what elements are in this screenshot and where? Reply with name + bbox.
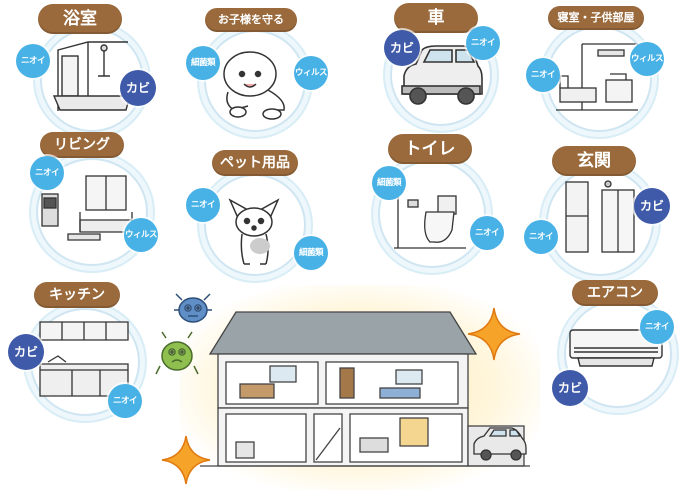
toilet-odor-badge: ニオイ (470, 216, 504, 250)
car-title: 車 (394, 3, 478, 33)
aircon-mold-badge: カビ (552, 370, 588, 406)
pet-odor-badge: ニオイ (186, 188, 220, 222)
aircon-odor-badge: ニオイ (640, 310, 674, 344)
entrance-title: 玄関 (552, 146, 636, 176)
pet-title: ペット用品 (212, 150, 298, 176)
living-odor-badge: ニオイ (30, 156, 64, 190)
sparkle-icon-2 (161, 435, 211, 485)
kitchen-title: キッチン (34, 282, 120, 308)
children-virus-badge: ウィルス (294, 56, 328, 90)
small-car-icon (473, 427, 527, 461)
children-bacteria-badge: 細菌類 (186, 46, 220, 80)
mold-germ-icon (155, 331, 199, 375)
entrance-odor-badge: ニオイ (524, 220, 558, 254)
entrance-illustration (565, 180, 635, 253)
bedroom-odor-badge: ニオイ (526, 58, 560, 92)
living-illustration (41, 175, 133, 241)
car-odor-badge: ニオイ (466, 26, 500, 60)
bedroom-title: 寝室・子供部屋 (548, 6, 644, 30)
bedroom-illustration (556, 43, 638, 111)
sparkle-icon (467, 307, 521, 361)
car-icon (401, 45, 483, 105)
bathroom-title: 浴室 (38, 4, 122, 34)
children-title: お子様を守る (205, 8, 297, 32)
car-mold-badge: カビ (384, 30, 420, 66)
bathroom-odor-badge: ニオイ (16, 44, 50, 78)
toilet-illustration (394, 174, 466, 249)
baby-icon (223, 51, 285, 120)
bathroom-mold-badge: カビ (120, 70, 156, 106)
aircon-illustration (569, 329, 663, 367)
entrance-mold-badge: カビ (634, 188, 670, 224)
bedroom-virus-badge: ウィルス (630, 42, 664, 76)
toilet-bacteria-badge: 細菌類 (372, 166, 406, 200)
dog-icon (228, 198, 280, 265)
aircon-title: エアコン (572, 280, 658, 306)
living-title: リビング (40, 132, 124, 158)
kitchen-mold-badge: カビ (8, 334, 44, 370)
bathroom-illustration (52, 41, 131, 111)
toilet-title: トイレ (388, 134, 472, 164)
germ-icon (174, 293, 212, 323)
kitchen-illustration (39, 321, 129, 397)
pet-bacteria-badge: 細菌類 (294, 236, 328, 270)
living-virus-badge: ウィルス (124, 218, 158, 252)
kitchen-odor-badge: ニオイ (108, 384, 142, 418)
